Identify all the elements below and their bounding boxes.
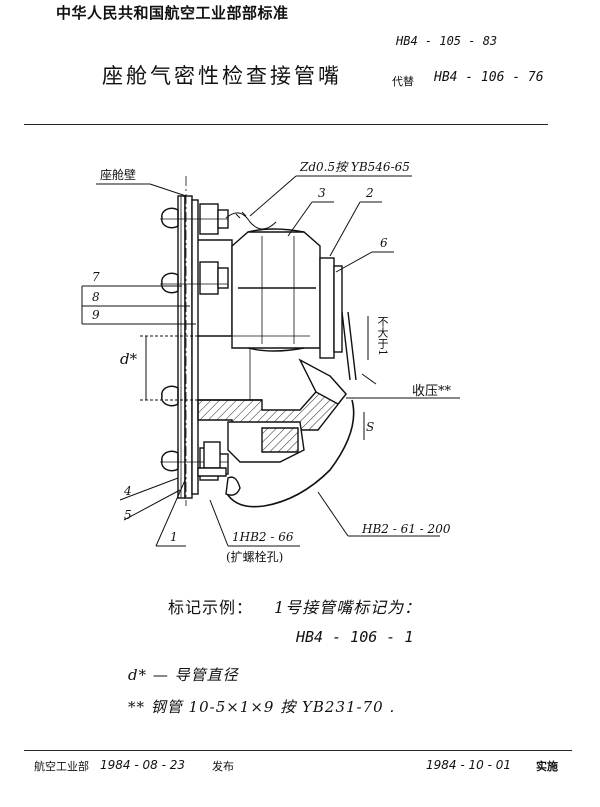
header-rule (24, 124, 548, 126)
example-code: HB4 - 106 - 1 (296, 628, 414, 646)
wall-label: 座舱壁 (100, 168, 137, 182)
hb-reference-2: HB2 - 61 - 200 (362, 522, 451, 536)
footer-effective-date: 1984 - 10 - 01 (426, 758, 511, 772)
issuing-organization: 中华人民共和国航空工业部部标准 (56, 4, 289, 22)
hb-reference-1-note: (扩螺栓孔) (226, 550, 284, 564)
part-label-7: 7 (92, 270, 100, 284)
example-mark-text: 1号接管嘴标记为： (274, 598, 422, 617)
hb-reference-1: 1HB2 - 66 (232, 530, 294, 544)
replaces-number: HB4 - 106 - 76 (434, 70, 544, 85)
part-label-2: 2 (366, 186, 374, 200)
part-label-5: 5 (124, 508, 132, 522)
footer-rule (24, 750, 572, 752)
document-title: 座舱气密性检查接管嘴 (102, 64, 342, 88)
part-label-3: 3 (318, 186, 326, 200)
footer-issue-date: 1984 - 08 - 23 (100, 758, 185, 772)
footer-effective-word: 实施 (536, 760, 558, 773)
wire-spec-label: Zd0.5按 YB546-65 (300, 160, 410, 174)
part-label-6: 6 (380, 236, 388, 250)
standard-number: HB4 - 105 - 83 (396, 34, 498, 48)
seal-limit-label: 不大于1 (376, 316, 389, 356)
crimp-label: 收压** (412, 384, 452, 399)
part-label-8: 8 (92, 290, 100, 304)
part-label-1: 1 (170, 530, 178, 544)
diameter-label: d* (120, 350, 138, 368)
part-label-9: 9 (92, 308, 100, 322)
example-label: 标记示例： (168, 598, 254, 617)
dim-s-label: S (366, 420, 375, 434)
note-diameter: d* — 导管直径 (128, 666, 239, 684)
part-label-4: 4 (124, 484, 132, 498)
footer-issuer: 航空工业部 (34, 760, 89, 773)
footer-issue-word: 发布 (212, 760, 234, 773)
note-tube-spec: ** 钢管 10-5×1×9 按 YB231-70 . (128, 698, 396, 716)
replaces-label: 代替 (392, 75, 414, 88)
